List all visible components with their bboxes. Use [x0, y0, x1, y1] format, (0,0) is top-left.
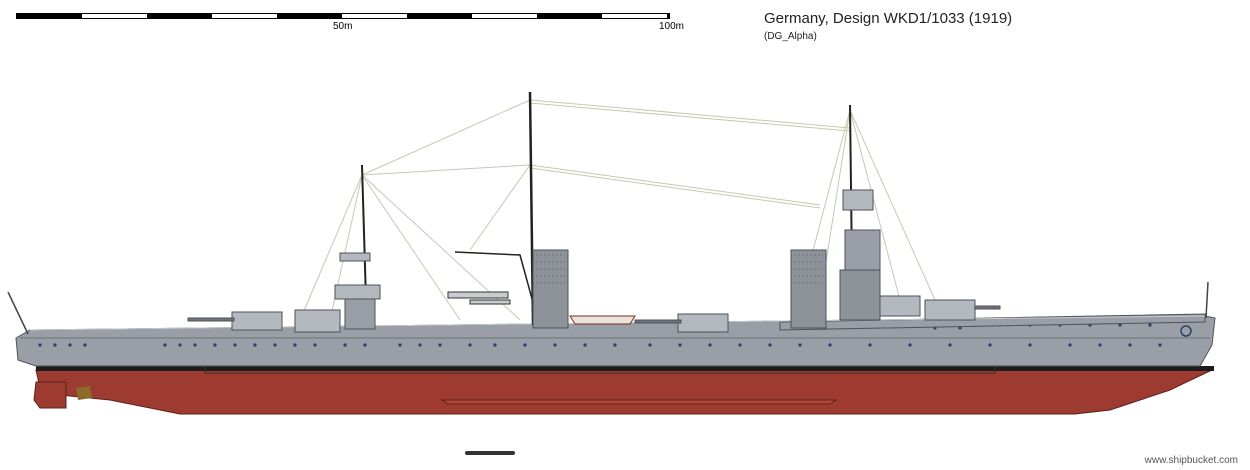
stern-staff: [7, 291, 29, 335]
site-credit: www.shipbucket.com: [1144, 455, 1238, 466]
forecastle: [779, 313, 1206, 331]
hull-underwater: [35, 369, 1213, 415]
fwd-turret: [924, 299, 1001, 321]
seaplane: [447, 291, 511, 305]
bridge: [839, 269, 881, 321]
torpedo-icon: [465, 451, 515, 455]
midship-turret: [634, 313, 729, 333]
aft-turret: [187, 311, 283, 331]
crane: [454, 251, 541, 329]
aft-mast: [361, 164, 367, 301]
aft-superfiring-turret: [294, 309, 341, 333]
scale-bar: [16, 13, 670, 19]
scale-label-100m: 100m: [659, 21, 685, 32]
spotting-top: [842, 189, 874, 211]
author-tag: (DG_Alpha): [764, 31, 817, 42]
scale-label-50m: 50m: [333, 21, 353, 32]
fwd-superfiring-turret: [879, 295, 921, 317]
propeller-icon: [76, 386, 92, 400]
aft-funnel: [532, 249, 569, 329]
boot-topping: [36, 366, 1214, 371]
rudder: [33, 381, 67, 409]
ships-boat: [569, 315, 636, 325]
drawing-title: Germany, Design WKD1/1033 (1919): [764, 10, 1013, 27]
aft-control-top: [339, 252, 371, 262]
anchor-icon: [1180, 325, 1192, 337]
bow-staff: [1205, 281, 1209, 319]
fwd-funnel: [790, 249, 827, 329]
bilge-keel: [440, 399, 838, 405]
